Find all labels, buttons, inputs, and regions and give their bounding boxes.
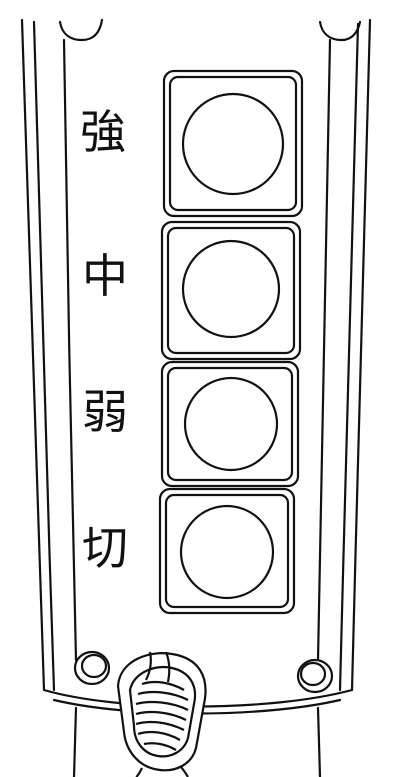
button-medium[interactable] [160,220,302,361]
button-strong[interactable] [162,69,304,218]
housing [20,18,372,777]
mounting-hole-icon [73,650,111,686]
cable-strain-relief-icon [116,651,207,772]
mounting-hole-icon [296,658,334,694]
label-strong: 強 [80,105,126,159]
button-off[interactable] [158,487,296,615]
label-medium: 中 [82,249,128,303]
label-off: 切 [82,521,128,575]
button-weak[interactable] [160,360,300,488]
label-weak: 弱 [82,385,128,439]
